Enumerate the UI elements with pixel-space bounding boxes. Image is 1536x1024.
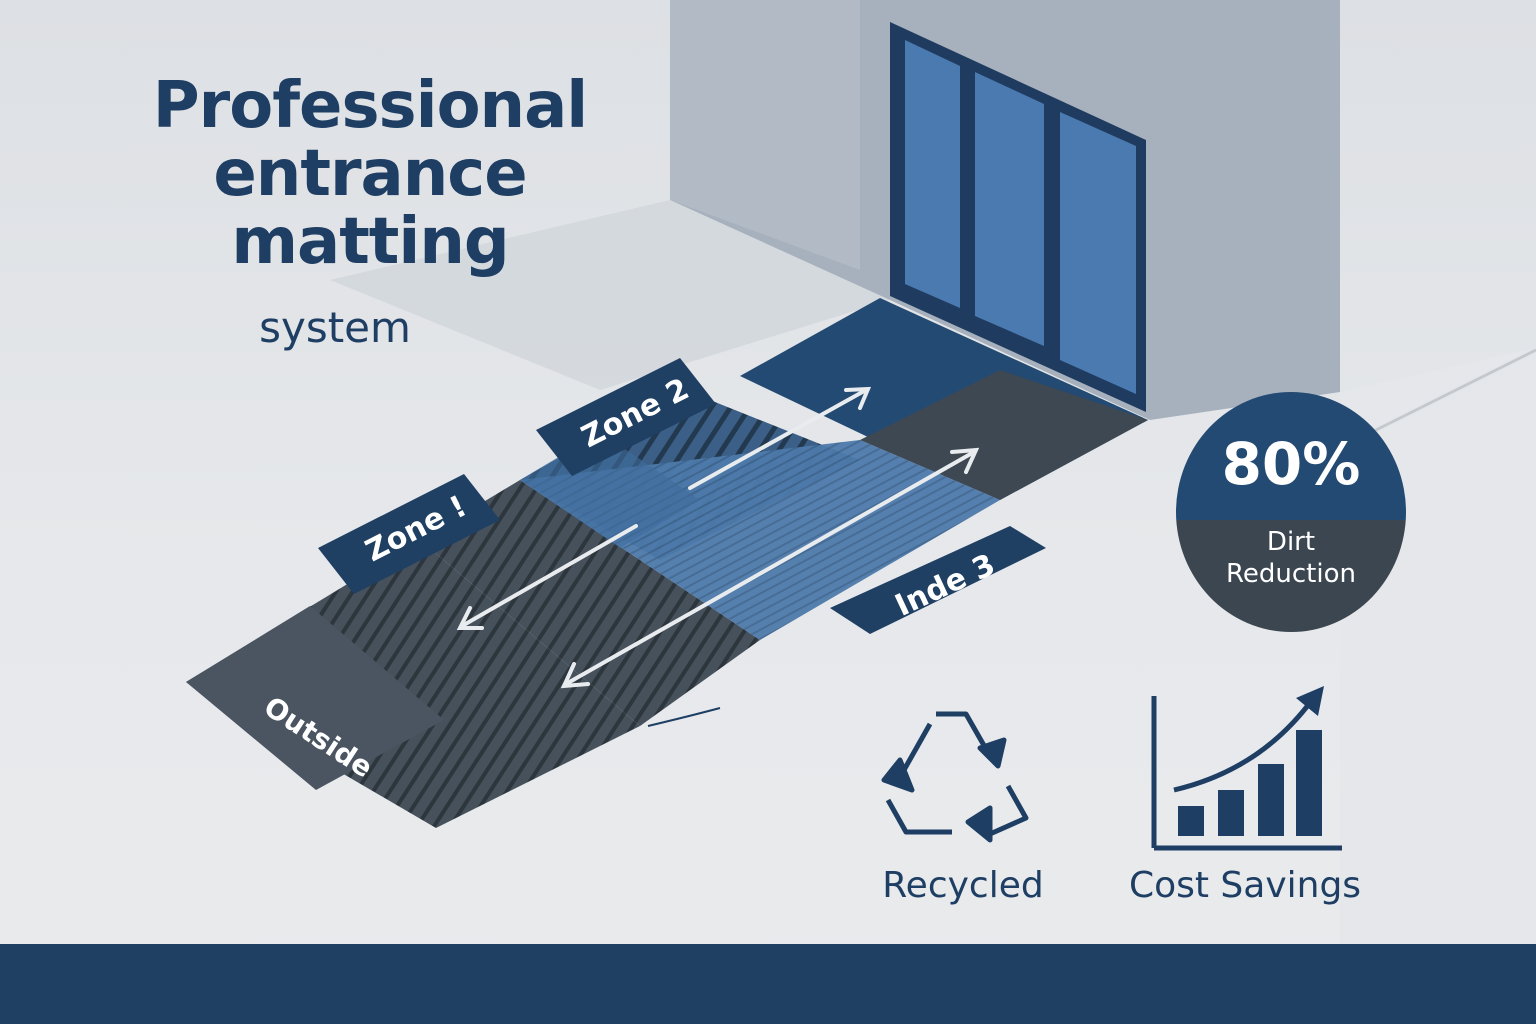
badge-label-line-2: Reduction [1226, 559, 1356, 589]
dirt-reduction-badge: 80% Dirt Reduction [1176, 392, 1406, 632]
headline-line-3: matting [231, 205, 509, 279]
floor-shadow [330, 200, 890, 390]
badge-label-line-1: Dirt [1266, 527, 1316, 557]
badge-bottom [1176, 520, 1406, 632]
zone3-plate [830, 526, 1046, 634]
recycle-icon [881, 711, 1029, 843]
headline-line-2: entrance [213, 137, 527, 211]
glass-door [890, 22, 1146, 412]
badge-top [1176, 392, 1406, 520]
headline: Professional entrance matting [120, 72, 620, 276]
dark-inner-mat [860, 370, 1148, 500]
zone1-plate [318, 474, 500, 594]
bar-chart-growth-icon [1151, 686, 1342, 851]
badge-label: Dirt Reduction [1176, 526, 1406, 590]
headline-subtitle: system [259, 303, 411, 352]
wall-shade [670, 0, 860, 270]
badge-value: 80% [1221, 430, 1361, 498]
recycled-label: Recycled [882, 865, 1044, 906]
footer-bar [0, 944, 1536, 1024]
outside-textured-end [186, 606, 444, 790]
zone1-ribbed-mat [420, 480, 760, 726]
zone2-plate [536, 358, 716, 476]
outside-mat [186, 540, 640, 828]
cost-savings-label: Cost Savings [1128, 865, 1362, 906]
headline-line-1: Professional [152, 69, 588, 143]
flow-arrows [456, 386, 980, 689]
